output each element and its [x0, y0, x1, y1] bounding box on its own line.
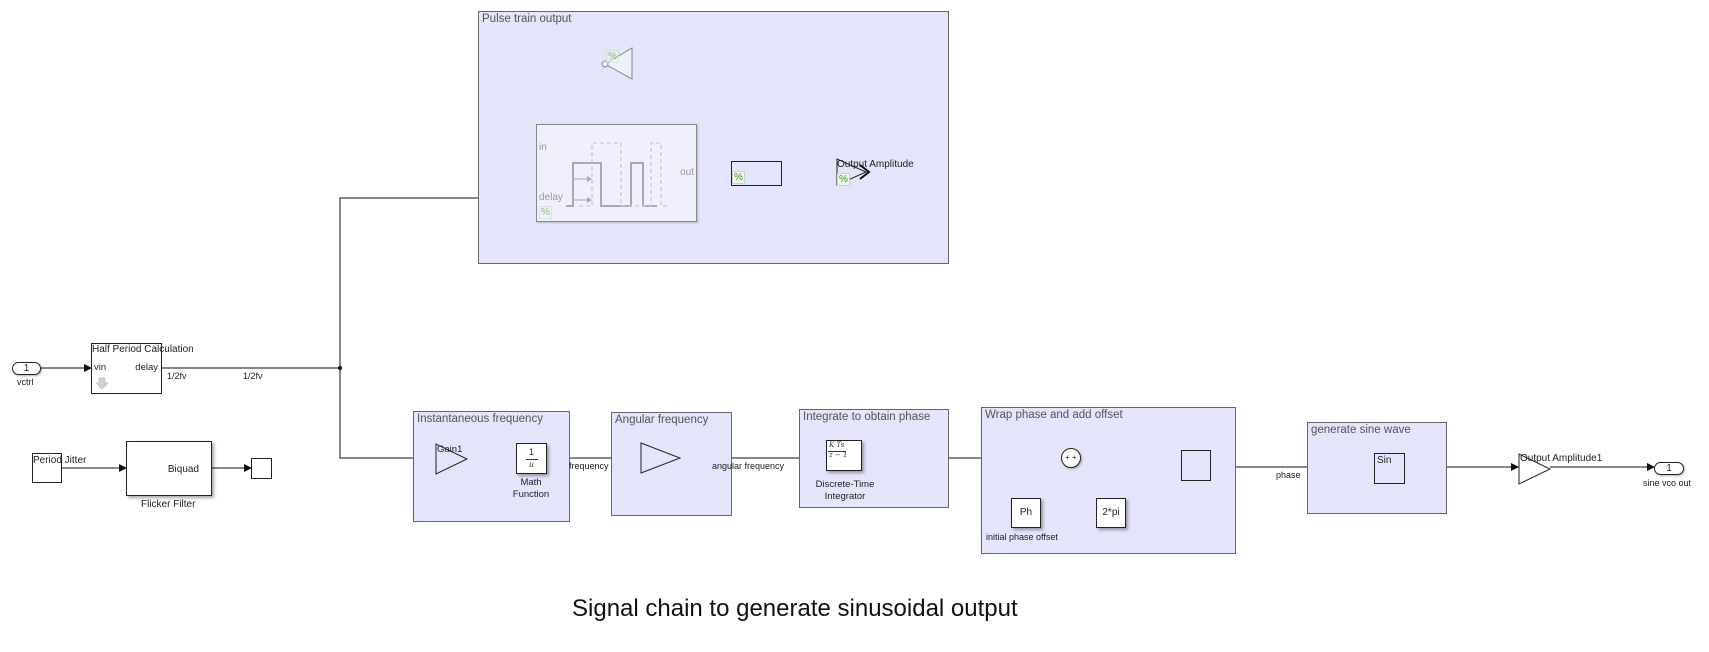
period-jitter-block[interactable] — [32, 453, 62, 483]
area-angular-frequency[interactable]: Angular frequency — [611, 412, 732, 516]
signal-label-frequency: frequency — [569, 461, 609, 471]
math-denominator: u — [528, 460, 535, 469]
commented-out-marker: % — [732, 171, 745, 184]
sum-block[interactable]: + + — [1061, 448, 1081, 468]
math-numerator: 1 — [528, 447, 534, 457]
wire-to-gain1[interactable] — [339, 368, 436, 462]
pulse-generator-subsystem[interactable]: in delay out % — [536, 124, 697, 222]
integrator-denominator: z − 1 — [829, 451, 848, 459]
signal-label-half-period: 1/2fv — [243, 371, 263, 381]
area-title: generate sine wave — [1311, 424, 1411, 436]
initial-phase-constant-block[interactable]: Ph — [1011, 498, 1041, 528]
pulse-wave-icon — [566, 142, 670, 207]
period-jitter-label: Period Jitter — [33, 455, 87, 466]
half-period-title: Half Period Calculation — [92, 344, 194, 355]
sum-signs: + + — [1065, 453, 1077, 462]
initial-phase-offset-label: initial phase offset — [986, 532, 1058, 542]
fraction-bar — [526, 459, 538, 460]
gain1-block[interactable] — [435, 442, 469, 476]
rem-block[interactable] — [1181, 450, 1211, 481]
flicker-filter-biquad-block[interactable]: Biquad — [126, 441, 212, 496]
gain1-label: Gain1 — [437, 444, 463, 455]
area-generate-sine-wave[interactable]: generate sine wave — [1307, 422, 1447, 514]
sin-text: Sin — [1377, 455, 1392, 466]
commented-out-marker: % — [606, 50, 619, 63]
port-out-label: out — [680, 167, 694, 178]
area-title: Pulse train output — [482, 13, 572, 25]
commented-out-marker: % — [837, 173, 850, 186]
discrete-time-integrator-label: Discrete-Time Integrator — [815, 479, 875, 502]
down-arrow-icon — [95, 377, 109, 390]
signal-label-angular-frequency: angular frequency — [712, 461, 785, 471]
sin-block[interactable]: Sin — [1374, 453, 1405, 484]
port-delay-label: delay — [135, 362, 158, 373]
port-in-label: in — [539, 142, 547, 153]
integrator-numerator: K Ts — [829, 441, 845, 449]
biquad-text: Biquad — [167, 464, 199, 475]
fraction-bar — [828, 451, 846, 452]
half-period-calculation-block[interactable]: vin delay — [91, 343, 162, 394]
two-pi-text: 2*pi — [1102, 507, 1120, 518]
pulse-output-amplitude-label: Output Amplitude — [837, 159, 914, 170]
wire-delay-to-pulse[interactable] — [339, 194, 537, 368]
pulse-output-amplitude-gain[interactable] — [836, 157, 876, 187]
area-title: Wrap phase and add offset — [985, 409, 1123, 421]
area-title: Instantaneous frequency — [417, 413, 543, 425]
pulse-output-block[interactable] — [731, 161, 782, 186]
port-delay-label: delay — [539, 192, 563, 203]
math-function-block[interactable]: 1 u — [516, 443, 547, 474]
diagram-caption: Signal chain to generate sinusoidal outp… — [572, 595, 1018, 622]
ph-text: Ph — [1019, 507, 1033, 518]
inport-vctrl[interactable]: 1 — [12, 362, 41, 375]
output-amplitude1-gain[interactable] — [1518, 452, 1552, 486]
two-pi-constant-block[interactable]: 2*pi — [1096, 498, 1126, 528]
terminator-block[interactable] — [251, 458, 272, 479]
signal-label-phase: phase — [1276, 470, 1301, 480]
commented-out-marker: % — [539, 206, 552, 219]
area-title: Integrate to obtain phase — [803, 411, 931, 423]
flicker-filter-label: Flicker Filter — [141, 499, 196, 510]
angular-gain-block[interactable] — [640, 441, 682, 475]
area-title: Angular frequency — [615, 414, 709, 426]
port-vin-label: vin — [94, 362, 107, 373]
discrete-time-integrator-block[interactable]: K Ts z − 1 — [826, 440, 862, 471]
area-integrate-to-obtain-phase[interactable]: Integrate to obtain phase — [799, 409, 949, 508]
inport-label: vctrl — [17, 377, 34, 387]
signal-label-half-period: 1/2fv — [167, 371, 187, 381]
math-function-label: Math Function — [512, 477, 550, 500]
outport-sine-vco-out[interactable]: 1 — [1654, 462, 1684, 475]
output-amplitude1-label: Output Amplitude1 — [1520, 453, 1603, 464]
outport-label: sine vco out — [1643, 478, 1692, 488]
